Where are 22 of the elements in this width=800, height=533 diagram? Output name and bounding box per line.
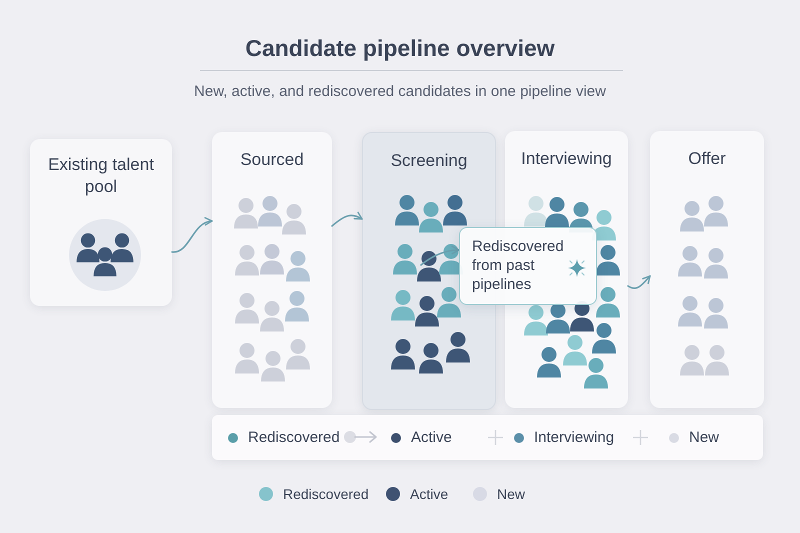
subtitle-text: New, active, and rediscovered candidates in one pipeline view	[194, 83, 606, 101]
stage-title: Sourced	[240, 149, 304, 171]
talent-pool-card	[30, 139, 172, 306]
legend-label: New	[689, 428, 720, 446]
legend-label: New	[497, 485, 526, 503]
legend-label: Active	[411, 428, 452, 446]
legend-label: Interviewing	[534, 428, 614, 446]
stage-title: Interviewing	[521, 148, 612, 170]
callout-box	[459, 227, 597, 305]
arrow	[171, 218, 213, 253]
legend-label: Active	[410, 485, 448, 503]
stage-column	[650, 131, 764, 408]
stage-title: Offer	[688, 148, 726, 170]
stage-title: Screening	[390, 150, 468, 172]
arrow	[331, 212, 363, 227]
stage-column	[212, 132, 332, 408]
legend-label: Rediscovered	[248, 428, 340, 446]
legend-label: Rediscovered	[283, 485, 369, 503]
callout-text: Rediscovered from past pipelines	[472, 237, 565, 294]
arrow	[420, 246, 460, 266]
diagram-title: Candidate pipeline overview	[245, 34, 555, 63]
card-title: Existing talent pool	[47, 154, 155, 198]
